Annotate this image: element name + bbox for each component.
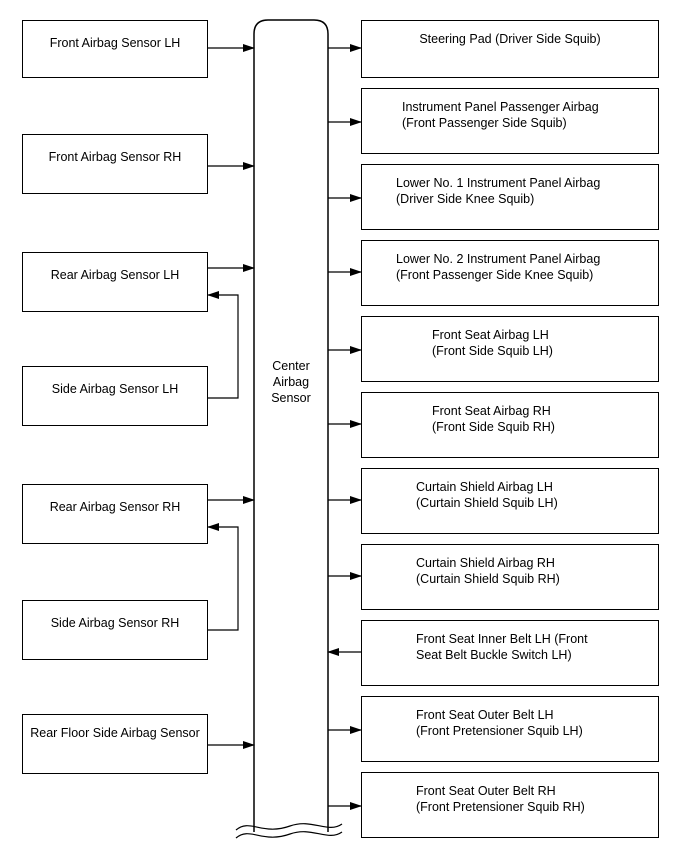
box-label-line: Rear Airbag Sensor LH bbox=[50, 268, 180, 282]
center-label-line: Airbag bbox=[272, 375, 310, 389]
box-label-line: Lower No. 1 Instrument Panel Airbag bbox=[396, 176, 601, 190]
box-label-line: (Front Pretensioner Squib LH) bbox=[416, 724, 583, 738]
break-mark-upper bbox=[235, 823, 343, 831]
box-lower-no2-instrument-panel-airbag: Lower No. 2 Instrument Panel Airbag (Fro… bbox=[361, 240, 659, 306]
box-side-airbag-sensor-rh: Side Airbag Sensor RH bbox=[22, 600, 208, 660]
box-front-seat-outer-belt-rh: Front Seat Outer Belt RH (Front Pretensi… bbox=[361, 772, 659, 838]
center-airbag-sensor-body bbox=[253, 19, 329, 832]
box-label-line: Front Airbag Sensor RH bbox=[48, 150, 182, 164]
box-label-line: (Curtain Shield Squib LH) bbox=[416, 496, 558, 510]
box-front-seat-outer-belt-lh: Front Seat Outer Belt LH (Front Pretensi… bbox=[361, 696, 659, 762]
box-side-airbag-sensor-lh: Side Airbag Sensor LH bbox=[22, 366, 208, 426]
box-front-airbag-sensor-rh: Front Airbag Sensor RH bbox=[22, 134, 208, 194]
box-label-line: Rear Floor Side Airbag Sensor bbox=[30, 726, 200, 740]
box-label-line: (Front Passenger Side Knee Squib) bbox=[396, 268, 594, 282]
box-label-line: Rear Airbag Sensor RH bbox=[49, 500, 181, 514]
center-label-line: Center bbox=[272, 359, 310, 373]
box-label-line: (Front Side Squib RH) bbox=[432, 420, 555, 434]
box-instrument-panel-passenger-airbag: Instrument Panel Passenger Airbag (Front… bbox=[361, 88, 659, 154]
box-label-line: Front Airbag Sensor LH bbox=[49, 36, 181, 50]
box-label-line: Side Airbag Sensor LH bbox=[51, 382, 179, 396]
box-label-line: (Front Side Squib LH) bbox=[432, 344, 553, 358]
box-rear-airbag-sensor-rh: Rear Airbag Sensor RH bbox=[22, 484, 208, 544]
box-label-line: Side Airbag Sensor RH bbox=[50, 616, 180, 630]
center-label-line: Sensor bbox=[271, 391, 311, 405]
box-label-line: (Front Passenger Side Squib) bbox=[402, 116, 567, 130]
box-curtain-shield-airbag-lh: Curtain Shield Airbag LH (Curtain Shield… bbox=[361, 468, 659, 534]
box-rear-airbag-sensor-lh: Rear Airbag Sensor LH bbox=[22, 252, 208, 312]
box-label-line: Front Seat Airbag LH bbox=[432, 328, 549, 342]
box-lower-no1-instrument-panel-airbag: Lower No. 1 Instrument Panel Airbag (Dri… bbox=[361, 164, 659, 230]
box-label-line: Front Seat Outer Belt LH bbox=[416, 708, 554, 722]
box-rear-floor-side-airbag-sensor: Rear Floor Side Airbag Sensor bbox=[22, 714, 208, 774]
break-mark-lower bbox=[235, 831, 343, 839]
box-label-line: Instrument Panel Passenger Airbag bbox=[402, 100, 599, 114]
box-label-line: Front Seat Inner Belt LH (Front bbox=[416, 632, 588, 646]
box-front-seat-inner-belt-lh: Front Seat Inner Belt LH (Front Seat Bel… bbox=[361, 620, 659, 686]
box-front-seat-airbag-lh: Front Seat Airbag LH (Front Side Squib L… bbox=[361, 316, 659, 382]
connection-arrows bbox=[207, 44, 362, 810]
box-label-line: (Driver Side Knee Squib) bbox=[396, 192, 535, 206]
box-label-line: Front Seat Airbag RH bbox=[432, 404, 551, 418]
box-steering-pad: Steering Pad (Driver Side Squib) bbox=[361, 20, 659, 78]
box-label-line: Curtain Shield Airbag LH bbox=[416, 480, 553, 494]
box-label-line: (Front Pretensioner Squib RH) bbox=[416, 800, 585, 814]
center-airbag-sensor-label: Center Airbag Sensor bbox=[254, 358, 328, 406]
box-label-line: Front Seat Outer Belt RH bbox=[416, 784, 556, 798]
box-label-line: Lower No. 2 Instrument Panel Airbag bbox=[396, 252, 601, 266]
box-label-line: Steering Pad (Driver Side Squib) bbox=[419, 32, 601, 46]
box-label-line: Seat Belt Buckle Switch LH) bbox=[416, 648, 572, 662]
box-front-airbag-sensor-lh: Front Airbag Sensor LH bbox=[22, 20, 208, 78]
box-curtain-shield-airbag-rh: Curtain Shield Airbag RH (Curtain Shield… bbox=[361, 544, 659, 610]
box-label-line: (Curtain Shield Squib RH) bbox=[416, 572, 560, 586]
side-to-rear-arrow bbox=[207, 291, 239, 399]
box-front-seat-airbag-rh: Front Seat Airbag RH (Front Side Squib R… bbox=[361, 392, 659, 458]
side-to-rear-arrow bbox=[207, 523, 239, 631]
box-label-line: Curtain Shield Airbag RH bbox=[416, 556, 555, 570]
